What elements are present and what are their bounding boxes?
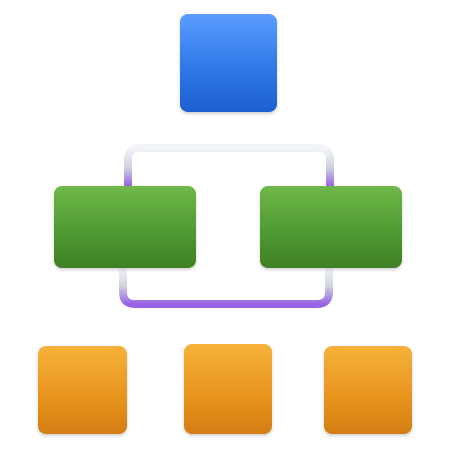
node-middle-right	[260, 186, 402, 268]
node-top	[180, 14, 277, 112]
node-middle-left	[54, 186, 196, 268]
node-bottom-left	[38, 346, 127, 434]
connector-upper-bus	[124, 144, 334, 190]
connector-lines	[119, 107, 334, 390]
connector-lower-bus	[119, 264, 333, 308]
node-bottom-center	[184, 344, 272, 434]
node-bottom-right	[324, 346, 412, 434]
